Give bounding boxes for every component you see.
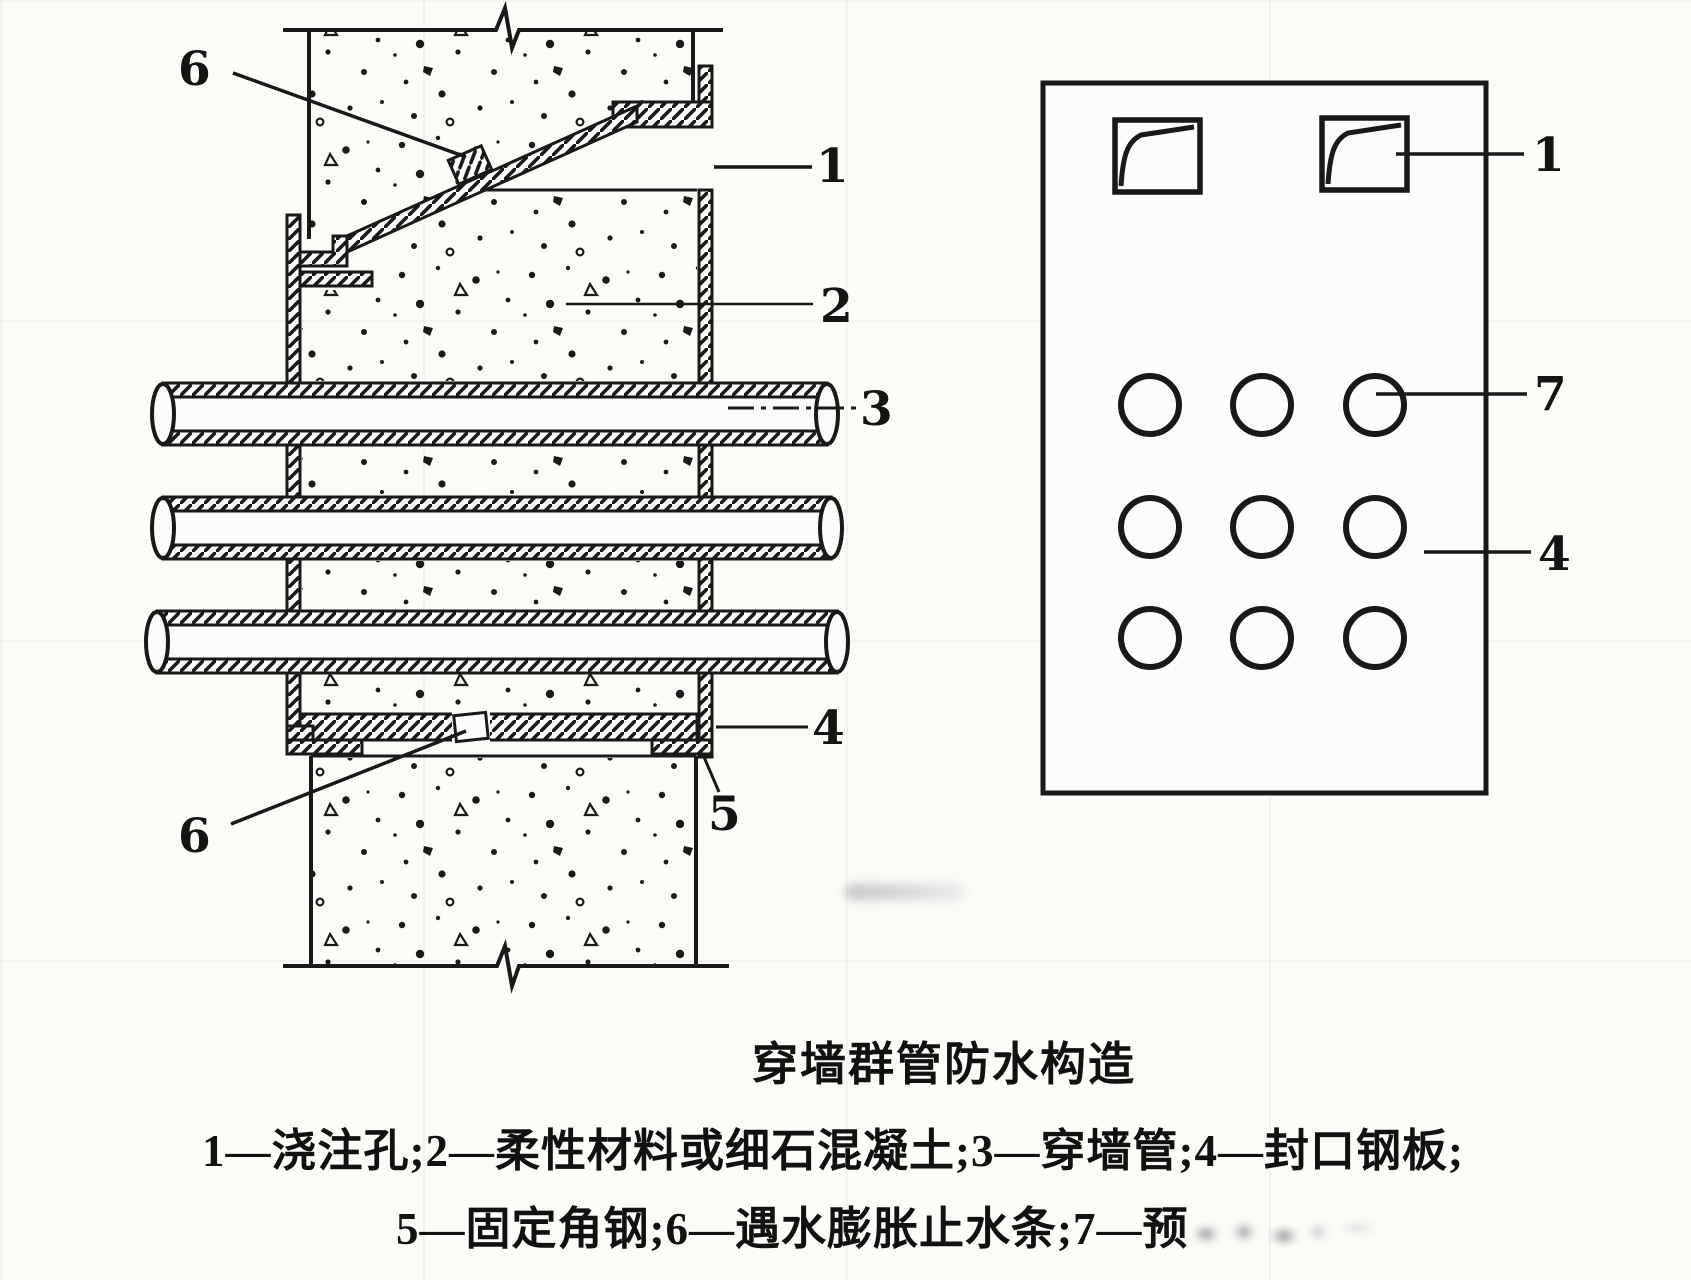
leader-5: [702, 756, 721, 793]
break-line-top: [283, 0, 723, 56]
erased-text-smudge: [1192, 1214, 1383, 1250]
waterstop-strip-bottom: [452, 710, 490, 744]
through-pipe-2: [150, 495, 844, 561]
leader-6-bottom: [230, 729, 467, 826]
callout-4-front: 4: [1538, 527, 1571, 582]
callout-6-bottom: 6: [178, 809, 211, 864]
legend-line-2-text: 5—固定角钢;6—遇水膨胀止水条;7—预: [396, 1204, 1189, 1254]
seal-plate-right-stub: [697, 64, 714, 108]
through-pipe-3: [144, 609, 850, 675]
seal-plate-left-2: [285, 443, 302, 499]
section-view-diagram: [144, 0, 857, 994]
callout-5: 5: [708, 787, 741, 842]
break-line-bottom: [283, 938, 729, 994]
callout-1: 1: [816, 139, 849, 194]
callout-4: 4: [812, 701, 845, 756]
seal-plate-right-3: [697, 557, 714, 613]
waterstop-strip-top: [446, 143, 494, 187]
callout-1-front: 1: [1532, 128, 1565, 183]
callout-3: 3: [860, 382, 893, 437]
fixing-angle-bottom-left: [285, 738, 364, 756]
callout-labels: 6 1 2 3 4 5 6 1 7 4: [178, 42, 1571, 864]
through-pipe-1: [150, 381, 840, 447]
legend-line-1: 1—浇注孔;2—柔性材料或细石混凝土;3—穿墙管;4—封口钢板;: [202, 1114, 1464, 1179]
wall-concrete-band-2: [302, 561, 696, 609]
figure-title: 穿墙群管防水构造: [752, 1039, 1136, 1090]
callout-2: 2: [820, 279, 853, 334]
fixing-angle-bottom-right: [650, 738, 714, 756]
pipe-holes-grid: [1118, 373, 1407, 670]
legend-line-2: 5—固定角钢;6—遇水膨胀止水条;7—预: [396, 1192, 1383, 1257]
guide-plate-left-step: [298, 234, 349, 268]
lower-wall-concrete: [313, 758, 695, 964]
bottom-seal-plate: [298, 712, 699, 742]
seal-plate-left-3: [285, 557, 302, 613]
callout-6-top: 6: [178, 42, 211, 97]
front-view-diagram: [1040, 80, 1531, 796]
wall-concrete-band-3: [302, 674, 696, 714]
flexible-fill-concrete: [302, 192, 697, 381]
fixing-angle-top-left: [298, 270, 374, 288]
seal-plate-right-1: [697, 188, 714, 385]
callout-7-front: 7: [1534, 367, 1567, 422]
leader-6-top: [232, 71, 467, 159]
seal-plate-right-2: [697, 443, 714, 499]
wall-concrete-band-1: [302, 447, 696, 496]
upper-wall-concrete: [311, 31, 692, 237]
seal-plate-front: [1040, 80, 1489, 796]
legend-line-1-text: 1—浇注孔;2—柔性材料或细石混凝土;3—穿墙管;4—封口钢板;: [202, 1126, 1464, 1176]
seal-plate-left-1: [285, 213, 302, 385]
pour-hole-front-left: [1112, 117, 1203, 195]
smudge-mark: [845, 884, 965, 900]
